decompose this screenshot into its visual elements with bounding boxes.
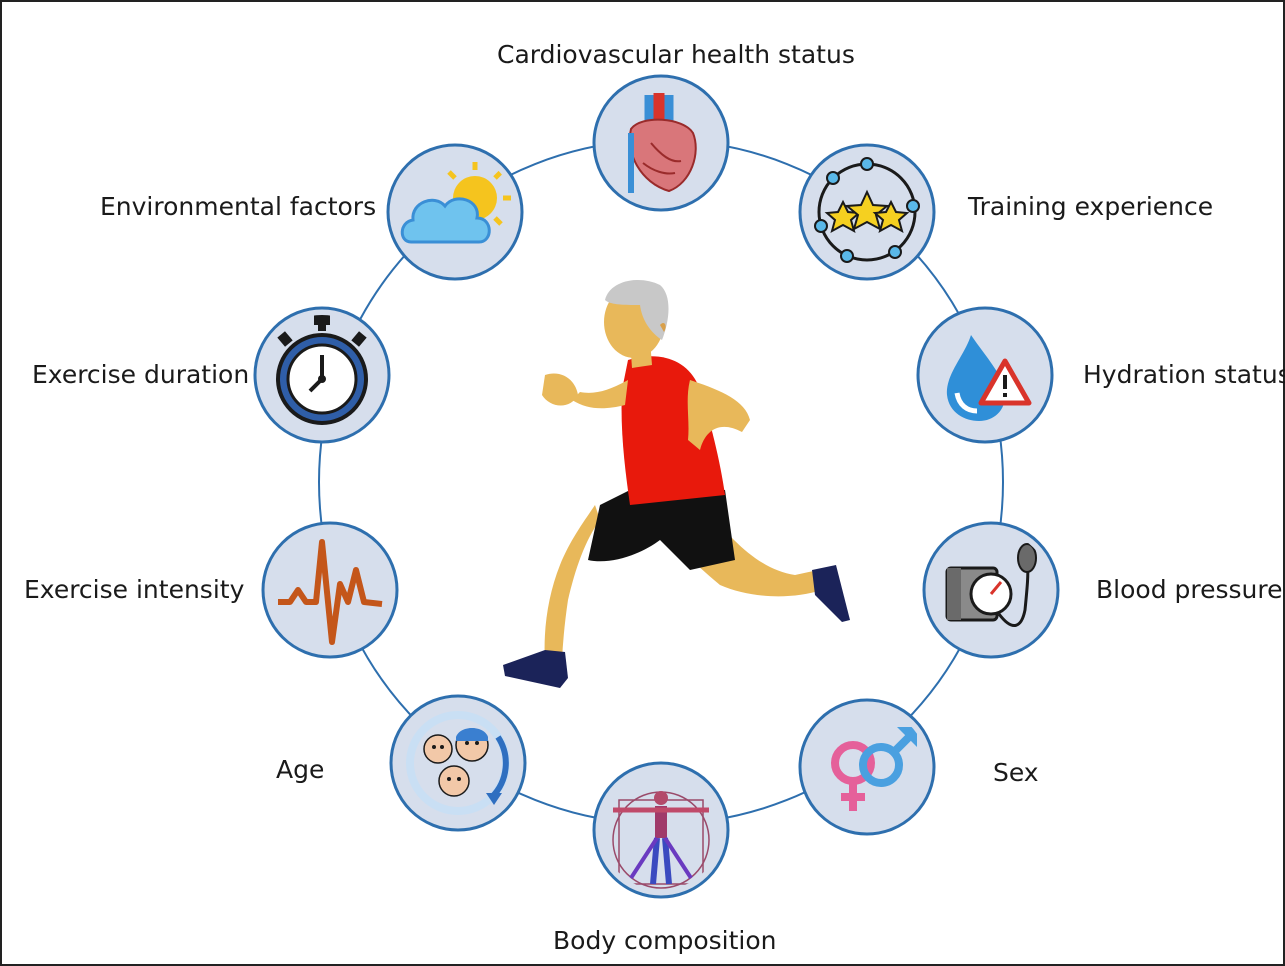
- age-faces-icon: [406, 711, 510, 815]
- factor-circle: [261, 521, 399, 659]
- factor-node-body-composition: [592, 761, 730, 899]
- label-hydration: Hydration status: [1083, 360, 1285, 389]
- heartbeat-trace-icon: [278, 539, 383, 645]
- label-exercise-duration: Exercise duration: [32, 360, 250, 389]
- label-sex: Sex: [993, 758, 1039, 787]
- label-training: Training experience: [968, 192, 1214, 221]
- factor-node-environmental: [386, 143, 524, 281]
- label-blood-pressure: Blood pressure: [1096, 575, 1283, 604]
- blood-pressure-cuff-icon: [945, 543, 1037, 627]
- factor-node-training: [798, 143, 936, 281]
- factor-node-sex: [798, 698, 936, 836]
- vitruvian-body-icon: [612, 791, 710, 889]
- weather-sun-cloud-icon: [400, 162, 511, 244]
- label-environmental: Environmental factors: [100, 192, 377, 221]
- water-drop-warning-icon: [946, 335, 1032, 421]
- stopwatch-icon: [276, 315, 368, 425]
- label-exercise-intensity: Exercise intensity: [24, 575, 245, 604]
- running-man-icon: [503, 280, 850, 688]
- factor-node-age: [389, 694, 527, 832]
- factor-node-exercise-intensity: [261, 521, 399, 659]
- label-cardiovascular: Cardiovascular health status: [497, 40, 855, 69]
- factor-node-cardiovascular: [592, 74, 730, 212]
- label-body-composition: Body composition: [553, 926, 777, 955]
- label-age: Age: [276, 755, 325, 784]
- factor-node-hydration: [916, 306, 1054, 444]
- heart-icon: [628, 93, 697, 193]
- gender-symbols-icon: [831, 727, 917, 811]
- factor-node-exercise-duration: [253, 306, 391, 444]
- factor-node-blood-pressure: [922, 521, 1060, 659]
- stars-icon: [814, 157, 920, 263]
